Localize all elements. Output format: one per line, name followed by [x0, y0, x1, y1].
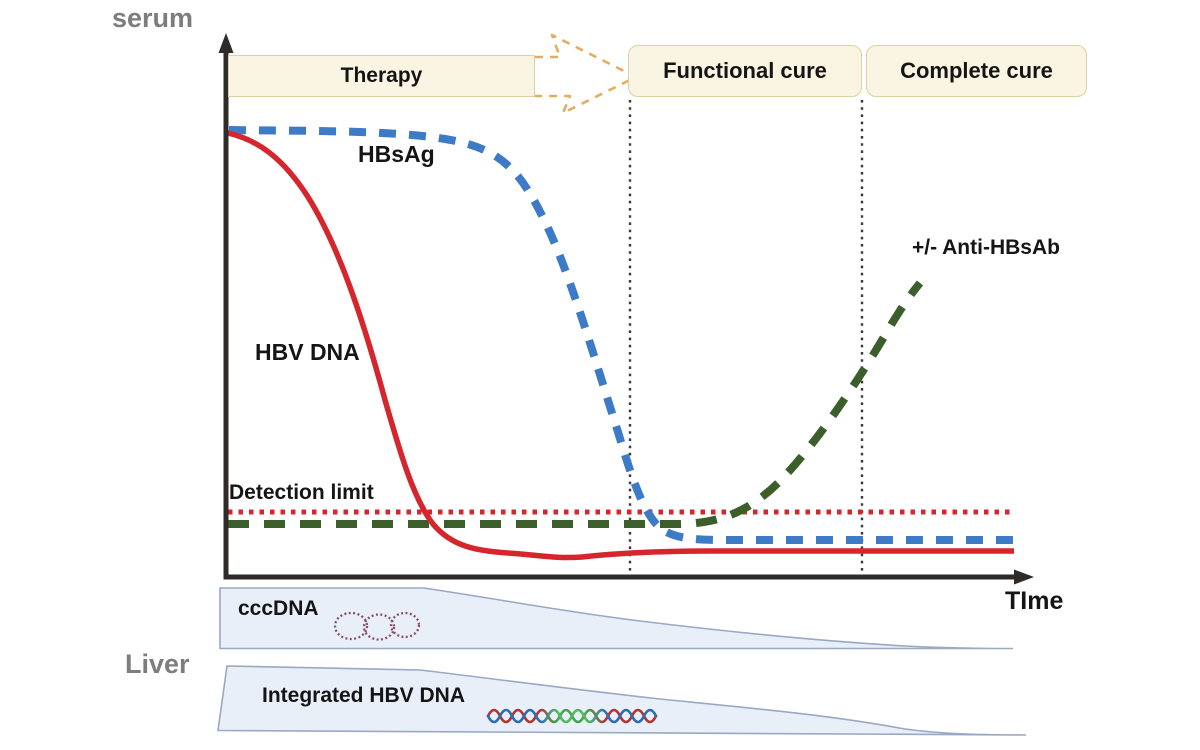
anti-hbsab-curve [228, 280, 924, 528]
hbv-dna-curve [227, 130, 1014, 561]
dna-helix-icon [486, 708, 658, 724]
x-axis [223, 569, 1034, 585]
time-axis-label: TIme [1005, 587, 1064, 615]
integrated-hbv-dna-band [217, 665, 1027, 736]
y-axis [218, 33, 234, 578]
cccdna-band [219, 587, 1014, 650]
anti-hbsab-curve-label: +/- Anti-HBsAb [912, 236, 1060, 259]
hbsag-curve-label: HBsAg [358, 141, 435, 167]
therapy-phase-box: Therapy [228, 55, 535, 97]
functional-cure-phase-box: Functional cure [628, 45, 862, 97]
therapy-phase-label: Therapy [340, 64, 423, 87]
hbv-dna-curve-label: HBV DNA [255, 339, 360, 365]
integrated-hbv-dna-band-label: Integrated HBV DNA [262, 684, 466, 707]
cccdna-band-label: cccDNA [238, 597, 319, 620]
detection-limit-label: Detection limit [229, 481, 374, 504]
hbsag-curve [228, 126, 1014, 544]
functional-cure-phase-label: Functional cure [663, 58, 827, 83]
dashed-block-arrow-icon [535, 33, 638, 115]
cccdna-rings-icon [333, 611, 421, 641]
complete-cure-phase-label: Complete cure [900, 58, 1053, 83]
serum-axis-label: serum [112, 3, 194, 33]
complete-cure-phase-box: Complete cure [866, 45, 1087, 97]
liver-section-label: Liver [125, 649, 190, 679]
